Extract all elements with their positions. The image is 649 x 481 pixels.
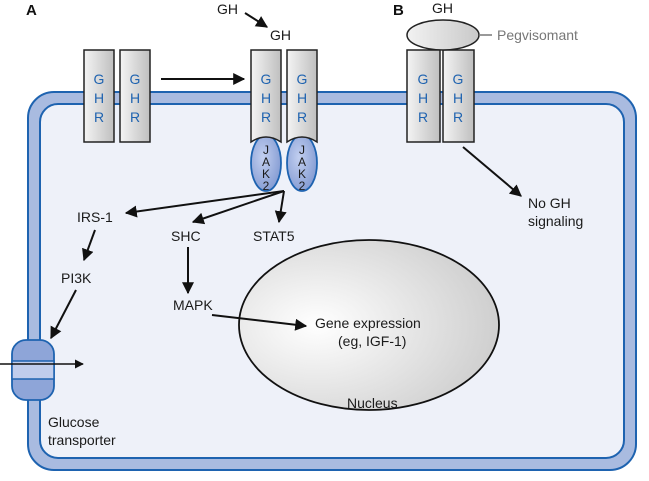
pegvisomant-molecule [406,19,480,51]
jak-letter: J [299,143,305,157]
gh-binding-arrow [244,12,269,28]
jak-letter: K [262,167,270,181]
ghr-letter: H [418,90,428,106]
active-receptor-dimer: G H R G H R J A K 2 J A K 2 [250,49,318,193]
mapk-label: MAPK [173,297,213,313]
ghr-letter: R [453,109,463,125]
pegvisomant-label: Pegvisomant [497,27,578,43]
panel-label-a: A [26,2,37,19]
ghr-letter: R [418,109,428,125]
gene-expression-label: Gene expression [315,315,421,331]
ghr-letter: R [130,109,140,125]
no-gh-signaling-label-1: No GH [528,195,571,211]
ghr-letter: H [453,90,463,106]
ghr-letter: G [94,71,105,87]
jak-letter: K [298,167,306,181]
ghr-letter: H [130,90,140,106]
arrow-mapk-to-gene-expression [211,314,308,331]
unbound-receptor-pair: G H R G H R [83,49,151,143]
ghr-letter: R [94,109,104,125]
pi3k-label: PI3K [61,270,92,286]
ghr-letter: G [297,71,308,87]
arrow-jak-to-stat5 [274,190,287,224]
ghr-letter: H [261,90,271,106]
jak-letter: 2 [299,179,306,193]
ghr-letter: G [130,71,141,87]
ghr-letter: R [261,109,271,125]
ghr-letter: G [453,71,464,87]
no-gh-signaling-label-2: signaling [528,213,583,229]
ghr-letter: R [297,109,307,125]
nucleus-label: Nucleus [347,395,398,411]
glucose-transporter [11,339,55,401]
ghr-letter: G [261,71,272,87]
jak-letter: J [263,143,269,157]
jak-letter: A [262,155,270,169]
ghr-letter: G [418,71,429,87]
gh-label-b: GH [432,0,453,16]
stat5-label: STAT5 [253,228,295,244]
arrow-irs1-to-pi3k [82,229,96,262]
nucleus [238,239,500,411]
glucose-transporter-label-2: transporter [48,432,116,448]
arrow-no-signaling [462,146,522,197]
irs1-label: IRS-1 [77,209,113,225]
pegvisomant-bound-receptor: G H R G H R [406,19,480,143]
jak-letter: 2 [263,179,270,193]
arrow-jak-to-shc [191,190,285,225]
shc-label: SHC [171,228,201,244]
jak-letter: A [298,155,306,169]
gene-expression-example: (eg, IGF-1) [338,333,406,349]
arrow-jak-to-irs1 [124,190,285,218]
panel-label-b: B [393,2,404,19]
ghr-letter: H [297,90,307,106]
gh-free-label: GH [217,1,238,17]
arrow-pi3k-to-transporter [50,289,77,340]
gh-bound-label: GH [270,27,291,43]
glucose-transporter-label-1: Glucose [48,414,100,430]
ghr-letter: H [94,90,104,106]
